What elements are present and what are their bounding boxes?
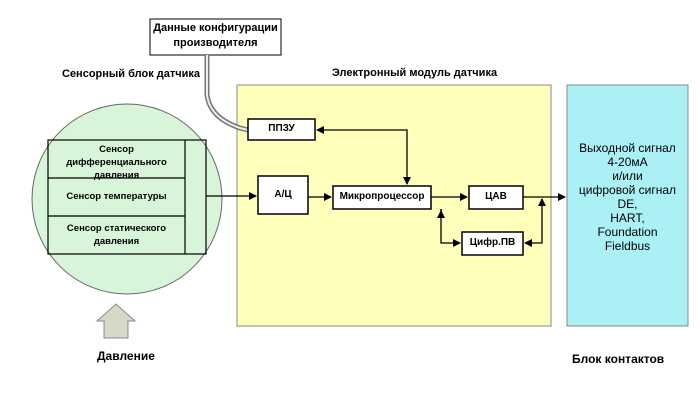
sensor-unit-title: Сенсорный блок датчика: [62, 68, 201, 80]
digital-comm-block: [461, 231, 524, 256]
eeprom-label: ППЗУ: [268, 123, 295, 134]
sensor-diff-pressure: Сенсор дифференциального давления: [66, 144, 167, 181]
sensor-stack-frame: [47, 139, 207, 255]
pressure-arrow-icon: [95, 303, 137, 339]
electronic-module-title: Электронный модуль датчика: [332, 67, 498, 79]
contact-block-label: Блок контактов: [572, 352, 665, 366]
manufacturer-config-label: Данные конфигурации производителя: [153, 22, 278, 49]
mp-dcomm-link: [440, 209, 461, 247]
sensor-unit-circle: [31, 103, 223, 295]
output-signal-text: Выходной сигнал 4-20мА и/или цифровой си…: [578, 141, 677, 253]
dcomm-output-link: [524, 198, 546, 247]
pressure-label: Давление: [97, 349, 155, 363]
digital-comm-label: Цифр.ПВ: [469, 237, 516, 248]
adc-label: А/Ц: [274, 189, 292, 200]
microprocessor-label: Микропроцессор: [339, 191, 425, 202]
manufacturer-config-box: [149, 18, 282, 56]
adc-block: [257, 175, 309, 215]
sensor-temperature: Сенсор температуры: [66, 191, 167, 202]
contact-block-panel: [566, 84, 689, 327]
eeprom-mp-link: [316, 126, 411, 185]
sensor-static-pressure: Сенсор статического давления: [66, 223, 167, 247]
dac-label: ЦАВ: [485, 191, 507, 202]
eeprom-block: [247, 118, 316, 141]
